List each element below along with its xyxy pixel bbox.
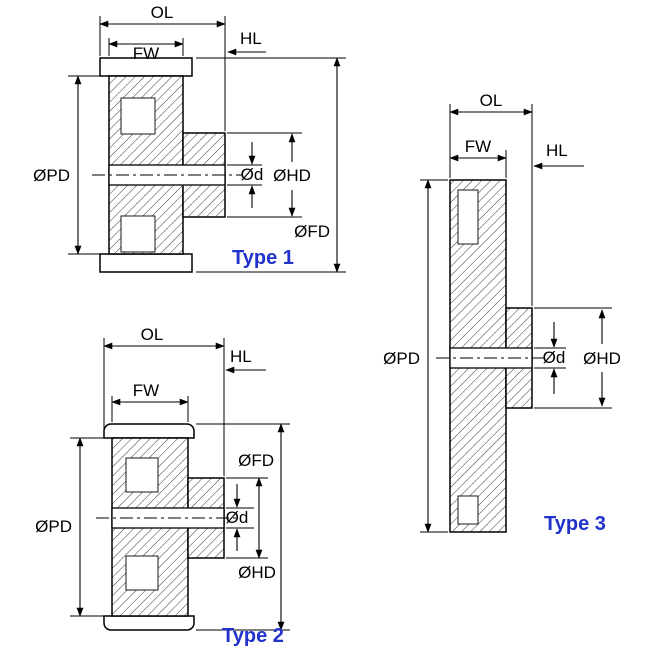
- type1-diagram: OL HL FW ØPD Ød: [33, 3, 346, 273]
- type2-diagram: OL HL FW ØPD ØFD: [35, 325, 290, 647]
- type3-hd-dimension: ØHD: [534, 307, 621, 409]
- type2-bore-dimension: Ød: [226, 484, 254, 551]
- type2-fw-dimension: FW: [111, 381, 189, 422]
- type3-pd-dimension: ØPD: [383, 179, 448, 533]
- type3-recess-top: [457, 189, 479, 245]
- type2-fd-label: ØFD: [238, 451, 274, 470]
- type3-pd-label: ØPD: [383, 349, 420, 368]
- type3-bore-dimension: Ød: [534, 322, 566, 394]
- type2-label: Type 2: [222, 625, 284, 647]
- type2-hl-dimension: HL: [225, 347, 266, 374]
- type1-hl-dimension: HL: [227, 29, 266, 56]
- type1-hd-label: ØHD: [273, 166, 311, 185]
- type1-pd-dimension: ØPD: [33, 75, 105, 255]
- type2-hd-dimension: ØHD: [226, 477, 276, 582]
- type2-ol-label: OL: [141, 325, 164, 344]
- type1-bore-dimension: Ød: [227, 142, 263, 208]
- type3-hl-label: HL: [546, 141, 568, 160]
- type3-label: Type 3: [544, 513, 606, 535]
- type2-pd-label: ØPD: [35, 517, 72, 536]
- type3-recess-bottom: [457, 495, 479, 525]
- type2-hd-label: ØHD: [238, 563, 276, 582]
- type2-hl-label: HL: [230, 347, 252, 366]
- type1-hd-dimension: ØHD: [227, 132, 311, 218]
- type1-fw-dimension: FW: [108, 38, 184, 63]
- type2-recess-top: [125, 457, 159, 493]
- type2-fw-label: FW: [133, 381, 159, 400]
- type1-label: Type 1: [232, 247, 294, 269]
- type1-ol-label: OL: [151, 3, 174, 22]
- type2-d-label: Ød: [226, 508, 249, 527]
- type1-pd-label: ØPD: [33, 166, 70, 185]
- type1-ol-dimension: OL: [99, 3, 226, 131]
- type1-fd-dimension: ØFD: [196, 57, 346, 273]
- type3-ol-dimension: OL: [449, 91, 533, 306]
- type1-fd-label: ØFD: [294, 222, 330, 241]
- type3-fw-dimension: FW: [449, 137, 507, 178]
- type1-fw-label: FW: [133, 44, 159, 63]
- type2-flange-top: [103, 423, 195, 439]
- type1-hl-label: HL: [240, 29, 262, 48]
- type1-d-label: Ød: [241, 165, 264, 184]
- type3-fw-label: FW: [465, 137, 491, 156]
- type3-hd-label: ØHD: [583, 349, 621, 368]
- type1-recess-bottom: [120, 215, 156, 253]
- type1-recess-top: [120, 97, 156, 135]
- type2-flange-bottom: [103, 615, 195, 631]
- type3-d-label: Ød: [543, 348, 566, 367]
- type2-ol-dimension: OL: [103, 325, 225, 476]
- type3-diagram: OL FW HL ØPD Ød: [383, 91, 621, 535]
- type3-ol-label: OL: [480, 91, 503, 110]
- type2-recess-bottom: [125, 555, 159, 591]
- type2-pd-dimension: ØPD: [35, 437, 108, 617]
- type3-hl-dimension: HL: [533, 141, 584, 170]
- type2-fd-dimension: ØFD: [196, 423, 290, 631]
- type1-flange-bottom: [99, 253, 193, 273]
